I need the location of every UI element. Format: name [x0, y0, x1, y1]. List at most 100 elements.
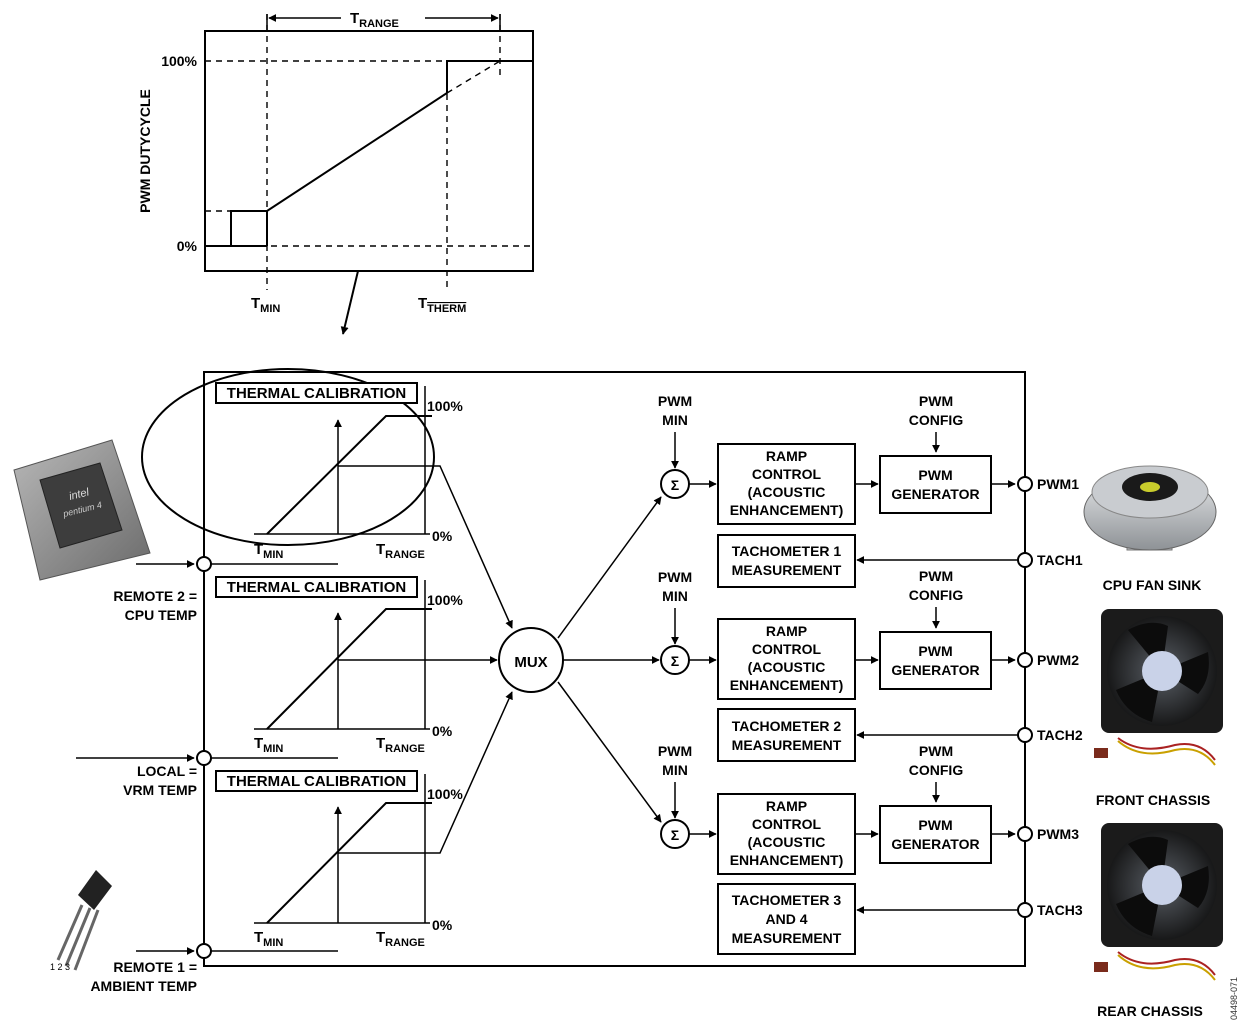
controller-block	[203, 371, 1026, 967]
svg-text:TMIN: TMIN	[254, 541, 283, 561]
pwm3-pin	[1017, 826, 1033, 842]
svg-text:THERMAL CALIBRATION: THERMAL CALIBRATION	[227, 773, 406, 790]
svg-text:CONTROL: CONTROL	[752, 816, 822, 832]
svg-text:PWM: PWM	[918, 817, 952, 833]
svg-text:PWM: PWM	[919, 393, 953, 409]
svg-text:MIN: MIN	[662, 588, 688, 604]
svg-text:PWM3: PWM3	[1037, 826, 1079, 842]
temperature-sensor-image: 1 2 3	[50, 870, 112, 972]
front-chassis-label: FRONT CHASSIS	[1096, 792, 1210, 808]
document-id: 04498-071	[1229, 977, 1239, 1020]
pwm-generator-3	[879, 805, 992, 864]
t-range-label: TRANGE	[350, 10, 399, 30]
svg-text:0%: 0%	[432, 723, 453, 739]
tachometer-2	[717, 708, 856, 762]
svg-text:0%: 0%	[432, 917, 453, 933]
svg-text:CONFIG: CONFIG	[909, 412, 964, 428]
cpu-fan-sink-label: CPU FAN SINK	[1103, 577, 1202, 593]
tach2-pin	[1017, 727, 1033, 743]
svg-text:RAMP: RAMP	[766, 623, 807, 639]
remote1-pin	[196, 943, 212, 959]
svg-text:TMIN: TMIN	[254, 929, 283, 949]
svg-text:0%: 0%	[432, 528, 453, 544]
svg-text:PWM: PWM	[919, 743, 953, 759]
svg-text:(ACOUSTIC: (ACOUSTIC	[748, 834, 826, 850]
svg-text:TACHOMETER 2: TACHOMETER 2	[732, 718, 842, 734]
svg-text:AND 4: AND 4	[765, 911, 807, 927]
y-top-label: 100%	[161, 53, 197, 69]
svg-text:AMBIENT TEMP: AMBIENT TEMP	[90, 978, 197, 994]
svg-text:PWM: PWM	[919, 568, 953, 584]
cpu-chip-image: intel pentium 4	[13, 439, 151, 581]
svg-text:100%: 100%	[427, 398, 463, 414]
svg-text:CONFIG: CONFIG	[909, 762, 964, 778]
t-min-label: TMIN	[251, 295, 280, 315]
channel-1: PWM MIN Σ RAMP CONTROL (ACOUSTIC ENHANCE…	[658, 393, 1083, 588]
svg-text:MIN: MIN	[662, 762, 688, 778]
svg-text:CPU TEMP: CPU TEMP	[125, 607, 197, 623]
svg-text:PWM: PWM	[918, 643, 952, 659]
tachometer-3	[717, 883, 856, 955]
channel-3: PWM MIN Σ RAMP CONTROL (ACOUSTIC ENHANCE…	[658, 743, 1083, 955]
rear-chassis-label: REAR CHASSIS	[1097, 1003, 1203, 1019]
thermal-calibration-1: THERMAL CALIBRATION 100% 0% TMIN TRANGE	[215, 382, 463, 561]
local-pin	[196, 750, 212, 766]
svg-text:TRANGE: TRANGE	[376, 541, 425, 561]
svg-text:TACH1: TACH1	[1037, 552, 1083, 568]
y-axis-label: PWM DUTYCYCLE	[137, 89, 153, 213]
svg-text:GENERATOR: GENERATOR	[891, 486, 979, 502]
pwm-generator-2	[879, 631, 992, 690]
ramp-control-2	[717, 618, 856, 700]
thermal-calibration-2: THERMAL CALIBRATION 100% 0% TMIN TRANGE	[215, 576, 463, 755]
svg-text:TACH2: TACH2	[1037, 727, 1083, 743]
svg-text:TACHOMETER 3: TACHOMETER 3	[732, 892, 842, 908]
y-bottom-label: 0%	[177, 238, 198, 254]
front-chassis-fan-image	[1094, 609, 1223, 766]
rear-chassis-fan-image	[1094, 823, 1223, 981]
tach1-pin	[1017, 552, 1033, 568]
svg-text:MIN: MIN	[662, 412, 688, 428]
svg-text:PWM: PWM	[658, 393, 692, 409]
svg-text:GENERATOR: GENERATOR	[891, 662, 979, 678]
svg-text:PWM: PWM	[918, 467, 952, 483]
svg-text:PWM2: PWM2	[1037, 652, 1079, 668]
svg-text:1 2 3: 1 2 3	[50, 962, 70, 972]
svg-text:TRANGE: TRANGE	[376, 735, 425, 755]
t-therm-label: TTHERM	[418, 295, 466, 315]
svg-text:MEASUREMENT: MEASUREMENT	[732, 562, 842, 578]
pwm1-pin	[1017, 476, 1033, 492]
svg-text:TACHOMETER 1: TACHOMETER 1	[732, 543, 842, 559]
channel-2: PWM MIN Σ RAMP CONTROL (ACOUSTIC ENHANCE…	[658, 568, 1083, 762]
input-label-remote1: REMOTE 1 =	[113, 959, 197, 975]
input-label-remote2: REMOTE 2 =	[113, 588, 197, 604]
input-label-local: LOCAL =	[137, 763, 197, 779]
svg-text:intel: intel	[68, 486, 91, 503]
svg-text:CONFIG: CONFIG	[909, 587, 964, 603]
ramp-control-3	[717, 793, 856, 875]
zoom-ellipse	[141, 368, 435, 546]
svg-text:RAMP: RAMP	[766, 798, 807, 814]
svg-text:ENHANCEMENT): ENHANCEMENT)	[730, 502, 844, 518]
cpu-fan-sink-image	[1083, 465, 1217, 551]
svg-text:PWM: PWM	[658, 743, 692, 759]
svg-text:100%: 100%	[427, 786, 463, 802]
ramp-control-1	[717, 443, 856, 525]
transfer-function-graph: TRANGE 100% 0% PWM DUTYCYCLE TMIN TTHERM	[137, 10, 534, 335]
svg-text:CONTROL: CONTROL	[752, 641, 822, 657]
svg-text:THERMAL CALIBRATION: THERMAL CALIBRATION	[227, 579, 406, 596]
svg-text:RAMP: RAMP	[766, 448, 807, 464]
pwm-generator-1	[879, 455, 992, 514]
duty-cycle-curve	[205, 60, 533, 247]
svg-text:(ACOUSTIC: (ACOUSTIC	[748, 484, 826, 500]
svg-text:(ACOUSTIC: (ACOUSTIC	[748, 659, 826, 675]
svg-text:PWM1: PWM1	[1037, 476, 1079, 492]
svg-text:GENERATOR: GENERATOR	[891, 836, 979, 852]
svg-text:TRANGE: TRANGE	[376, 929, 425, 949]
svg-text:VRM TEMP: VRM TEMP	[123, 782, 197, 798]
tachometer-1	[717, 534, 856, 588]
svg-text:PWM: PWM	[658, 569, 692, 585]
svg-text:MUX: MUX	[514, 654, 547, 671]
svg-text:THERMAL CALIBRATION: THERMAL CALIBRATION	[227, 385, 406, 402]
svg-text:MEASUREMENT: MEASUREMENT	[732, 930, 842, 946]
